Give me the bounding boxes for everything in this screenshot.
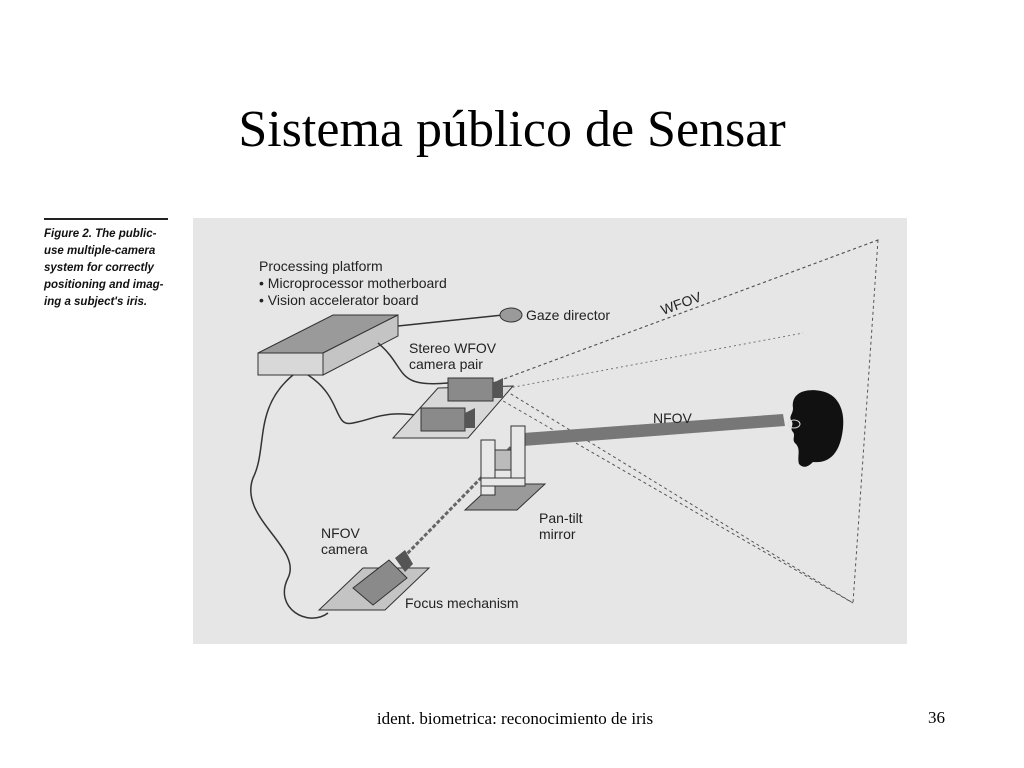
figure-caption: Figure 2. The public- use multiple-camer… xyxy=(44,226,174,311)
page-number: 36 xyxy=(928,708,945,727)
label-gaze-director: Gaze director xyxy=(526,307,610,323)
processing-box-front xyxy=(257,352,324,376)
system-diagram: Processing platform • Microprocessor mot… xyxy=(193,218,907,644)
cable-right xyxy=(377,342,449,385)
label-pan-tilt-line-1: Pan-tilt xyxy=(539,510,583,526)
stereo-camera-top xyxy=(447,377,494,402)
gaze-cable xyxy=(397,314,504,327)
label-processing-item-2: • Vision accelerator board xyxy=(259,292,419,308)
label-stereo-line-1: Stereo WFOV xyxy=(409,340,497,356)
diagram-canvas: Processing platform • Microprocessor mot… xyxy=(250,239,879,619)
cable-left xyxy=(250,374,329,619)
gaze-director-icon xyxy=(499,307,523,323)
subject-head-icon xyxy=(790,390,844,467)
label-nfov: NFOV xyxy=(653,410,693,426)
caption-rule xyxy=(44,218,168,220)
pan-tilt-base xyxy=(463,483,547,511)
stereo-camera-bottom xyxy=(420,407,466,432)
nfov-camera-lens xyxy=(395,550,413,572)
stereo-camera-top-lens xyxy=(493,378,503,398)
label-nfov-camera-line-2: camera xyxy=(321,541,368,557)
pan-tilt-left-post xyxy=(480,439,496,496)
pan-tilt-mirror xyxy=(494,449,512,471)
caption-line: use multiple-camera xyxy=(44,245,156,257)
wfov-ray-inner xyxy=(497,332,804,391)
pan-tilt-crossbar xyxy=(480,477,526,487)
label-processing-title: Processing platform xyxy=(259,258,383,274)
label-focus-mechanism: Focus mechanism xyxy=(405,595,519,611)
nfov-camera-body xyxy=(352,559,408,606)
subject-glasses-icon xyxy=(787,419,801,429)
label-stereo-line-2: camera pair xyxy=(409,356,483,372)
processing-box-side xyxy=(322,314,399,376)
nfov-beam xyxy=(523,414,785,446)
pan-tilt-right-post xyxy=(510,425,526,485)
stereo-camera-bottom-lens xyxy=(465,408,475,428)
label-processing-item-1: • Microprocessor motherboard xyxy=(259,275,447,291)
label-pan-tilt-line-2: mirror xyxy=(539,526,576,542)
caption-line: system for correctly xyxy=(44,262,154,274)
wfov-ray-top xyxy=(492,239,879,384)
label-nfov-camera-line-1: NFOV xyxy=(321,525,361,541)
caption-line: Figure 2. The public- xyxy=(44,228,157,240)
cable-middle xyxy=(307,374,424,425)
caption-line: positioning and imag- xyxy=(44,279,164,291)
slide-title: Sistema público de Sensar xyxy=(238,101,786,158)
footer-text: ident. biometrica: reconocimiento de iri… xyxy=(376,709,654,728)
caption-line: ing a subject's iris. xyxy=(44,296,148,308)
